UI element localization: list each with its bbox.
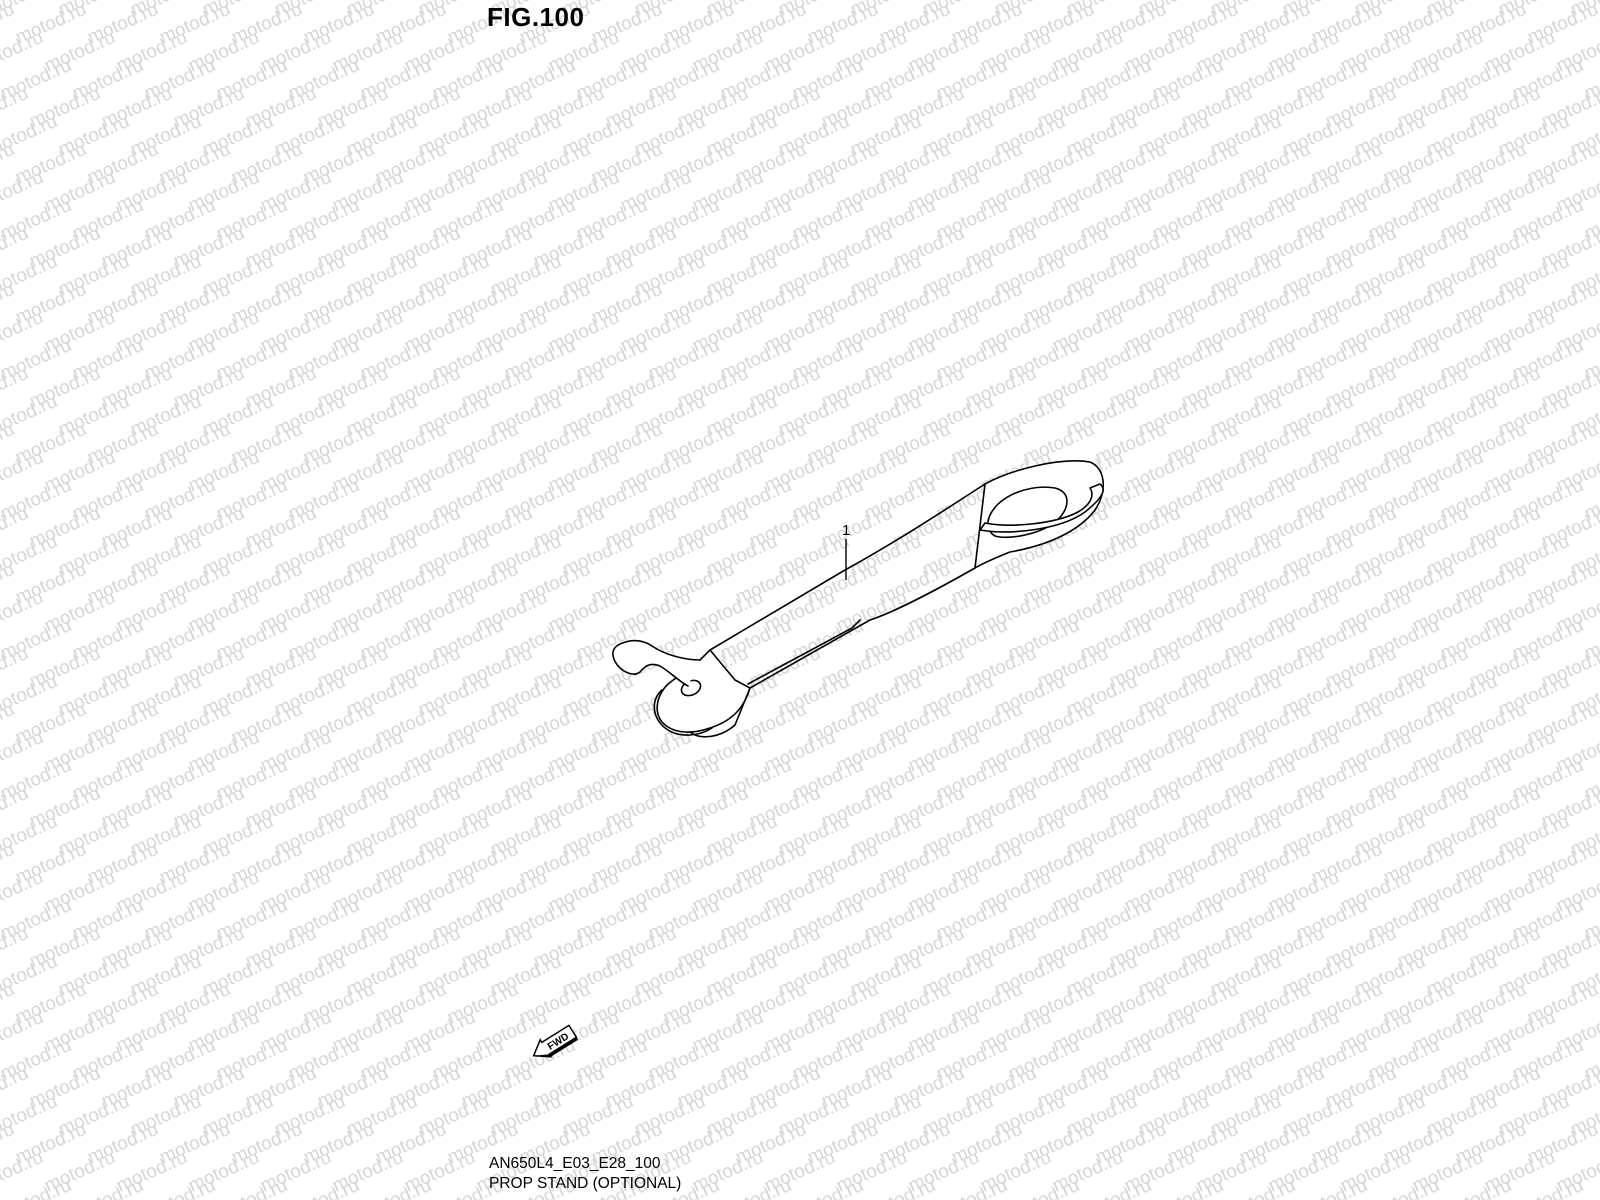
figure-code: AN650L4_E03_E28_100 [489, 1155, 661, 1172]
stand-foot [974, 460, 1104, 569]
stand-leg-lower [749, 567, 976, 689]
figure-footer: AN650L4_E03_E28_100 PROP STAND (OPTIONAL… [489, 1154, 681, 1194]
prop-stand-part[interactable] [612, 460, 1104, 738]
stand-kick-tang [612, 639, 701, 687]
figure-title: FIG.100 [487, 2, 585, 32]
stand-bracket-lower [689, 687, 751, 738]
stand-foot-tab [979, 483, 1104, 533]
fwd-arrow-shadow [533, 1037, 578, 1057]
fwd-direction-badge: FWD [532, 1024, 578, 1058]
stand-pivot-washer [653, 689, 713, 736]
callout-number-1: 1 [842, 522, 850, 539]
stand-leg-upper [709, 483, 986, 651]
stand-leg-rib [747, 619, 861, 685]
figure-caption: PROP STAND (OPTIONAL) [489, 1175, 682, 1192]
